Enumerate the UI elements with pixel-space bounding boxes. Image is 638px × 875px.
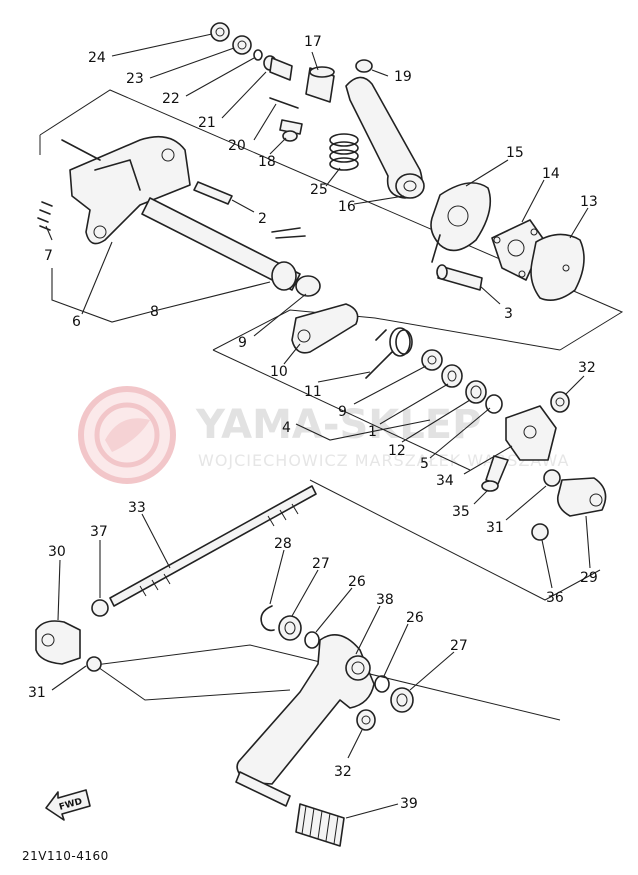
callout-label: 25 [310, 182, 328, 198]
forward-arrow-icon: FWD [45, 789, 91, 821]
part-dowel-2 [193, 181, 233, 205]
part-washer-31-right [543, 469, 561, 487]
callout-label: 33 [128, 500, 146, 516]
part-rod-end-29 [556, 477, 607, 517]
callout-label: 18 [258, 154, 276, 170]
callout-label: 14 [542, 166, 560, 182]
callout-label: 37 [90, 524, 108, 540]
callout-label: 31 [28, 685, 46, 701]
callout-label: 27 [450, 638, 468, 654]
part-pin-20 [269, 97, 299, 109]
part-bolt-3 [436, 264, 483, 291]
callout-label: 19 [394, 69, 412, 85]
part-clip-28 [260, 605, 275, 632]
callout-label: 26 [406, 610, 424, 626]
callout-label: 28 [274, 536, 292, 552]
callout-label: 39 [400, 796, 418, 812]
callout-label: 16 [338, 199, 356, 215]
callout-label: 38 [376, 592, 394, 608]
part-nut-37 [91, 599, 109, 617]
callout-label: 27 [312, 556, 330, 572]
callout-label: 22 [162, 91, 180, 107]
watermark-logo [78, 386, 176, 484]
part-washer-23 [232, 35, 252, 55]
callout-label: 2 [258, 211, 267, 227]
callout-label: 31 [486, 520, 504, 536]
callout-label: 9 [238, 335, 247, 351]
part-washer-31-left [86, 656, 102, 672]
part-spring-11 [365, 327, 413, 379]
part-washer-27-right [390, 687, 414, 713]
watermark-subtitle: WOJCIECHOWICZ MARSZAŁEK WARSZAWA [198, 451, 569, 470]
callout-label: 3 [504, 306, 513, 322]
part-oring-26-left [304, 631, 320, 649]
callouts: 24 23 22 21 20 17 19 18 25 16 15 14 13 2… [28, 33, 598, 819]
callout-label: 13 [580, 194, 598, 210]
part-pin-17 [305, 66, 335, 103]
part-washer-27 [278, 615, 302, 641]
callout-label: 29 [580, 570, 598, 586]
callout-label: 20 [228, 138, 246, 154]
callout-label: 32 [578, 360, 596, 376]
part-clip-19 [355, 59, 373, 73]
callout-label: 9 [338, 404, 347, 420]
part-arm-16 [345, 76, 425, 199]
part-rod-end-30 [35, 620, 81, 665]
part-bolt-21 [263, 55, 293, 81]
callout-label: 4 [282, 420, 291, 436]
callout-label: 5 [420, 456, 429, 472]
callout-label: 11 [304, 384, 322, 400]
callout-label: 34 [436, 473, 454, 489]
callout-label: 21 [198, 115, 216, 131]
part-ring-22 [253, 49, 263, 61]
part-nut-24 [210, 22, 230, 42]
part-bolt-35 [481, 455, 509, 492]
part-nut-32-bottom [356, 709, 376, 731]
callout-label: 26 [348, 574, 366, 590]
callout-label: 23 [126, 71, 144, 87]
callout-label: 12 [388, 443, 406, 459]
part-nut-32-top [550, 391, 570, 413]
part-cover-13 [530, 233, 585, 301]
callout-label: 6 [72, 314, 81, 330]
part-bracket-34 [505, 405, 557, 461]
callout-label: 7 [44, 248, 53, 264]
part-spring-25 [329, 133, 359, 171]
part-arm-10 [291, 303, 359, 354]
callout-label: 17 [304, 34, 322, 50]
part-plate-15 [430, 182, 492, 263]
part-washer-stack [421, 349, 503, 414]
watermark-brand: YAMA-SKLEP [195, 402, 481, 448]
callout-label: 36 [546, 590, 564, 606]
part-pad-39 [295, 803, 345, 847]
callout-label: 30 [48, 544, 66, 560]
watermark: YAMA-SKLEP WOJCIECHOWICZ MARSZAŁEK WARSZ… [78, 386, 569, 484]
part-pedal-38 [235, 634, 375, 807]
part-oring-26-right [374, 675, 390, 693]
part-bolt-18 [279, 119, 303, 142]
callout-label: 15 [506, 145, 524, 161]
callout-label: 32 [334, 764, 352, 780]
callout-label: 10 [270, 364, 288, 380]
callout-label: 35 [452, 504, 470, 520]
callout-label: 24 [88, 50, 106, 66]
drawing-code: 21V110-4160 [22, 849, 109, 863]
callout-label: 8 [150, 304, 159, 320]
part-rod-33 [109, 485, 317, 607]
part-shift-lever-6 [61, 135, 191, 245]
part-shift-shaft [141, 197, 321, 297]
part-spring-7 [37, 201, 53, 231]
part-nut-36 [531, 523, 549, 541]
